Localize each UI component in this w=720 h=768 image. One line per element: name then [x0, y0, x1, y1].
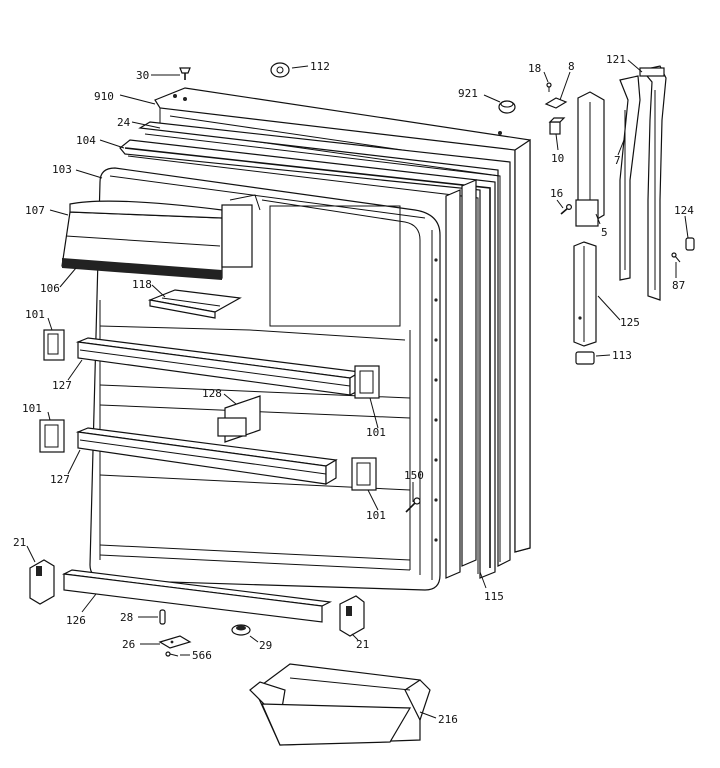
clip-8 — [544, 97, 568, 109]
label-128: 128 — [202, 387, 222, 400]
label-566: 566 — [192, 649, 212, 662]
label-121: 121 — [606, 53, 626, 66]
leader-lines — [26, 59, 689, 719]
label-30: 30 — [136, 69, 149, 82]
label-921: 921 — [458, 87, 478, 100]
label-24: 24 — [117, 116, 131, 129]
label-910: 910 — [94, 90, 114, 103]
bottom-trim — [61, 569, 333, 623]
dairy-compartment — [61, 194, 261, 280]
cap-113 — [575, 351, 595, 365]
plug-921 — [498, 100, 516, 114]
block-10 — [548, 117, 566, 135]
screw-16 — [560, 204, 572, 215]
shelf-bracket-left-lower — [39, 419, 65, 453]
label-5: 5 — [601, 226, 608, 239]
label-21-right: 21 — [356, 638, 369, 651]
door-bin — [249, 663, 431, 746]
label-106: 106 — [40, 282, 60, 295]
plug-29 — [231, 624, 251, 636]
label-29: 29 — [259, 639, 272, 652]
label-28: 28 — [120, 611, 133, 624]
label-107: 107 — [25, 204, 45, 217]
label-87: 87 — [672, 279, 685, 292]
label-127-upper: 127 — [52, 379, 72, 392]
label-26: 26 — [122, 638, 135, 651]
lower-door-shelf — [75, 427, 338, 486]
strip-125 — [573, 241, 597, 347]
screw-30 — [179, 67, 191, 80]
label-118: 118 — [132, 278, 152, 291]
door-gasket — [119, 121, 511, 579]
label-113: 113 — [612, 349, 632, 362]
handle-7 — [619, 75, 641, 281]
label-115: 115 — [484, 590, 504, 603]
plate-26 — [158, 635, 192, 649]
label-216: 216 — [438, 713, 458, 726]
bracket-5 — [575, 91, 605, 227]
label-103: 103 — [52, 163, 72, 176]
cap-124 — [685, 237, 695, 251]
label-101-left-lower: 101 — [22, 402, 42, 415]
label-101-right-upper: 101 — [366, 426, 386, 439]
label-16: 16 — [550, 187, 563, 200]
butter-tray — [147, 289, 242, 319]
breaker-strip — [445, 179, 477, 579]
label-18: 18 — [528, 62, 541, 75]
screw-18 — [546, 82, 552, 92]
label-124: 124 — [674, 204, 694, 217]
screw-87 — [671, 252, 681, 263]
label-101-left-upper: 101 — [25, 308, 45, 321]
label-21-left: 21 — [13, 536, 26, 549]
handle-trim-121 — [639, 65, 667, 301]
label-150: 150 — [404, 469, 424, 482]
label-7: 7 — [614, 154, 621, 167]
label-8: 8 — [568, 60, 575, 73]
shelf-bracket-right-lower — [351, 457, 377, 491]
screw-566 — [165, 651, 179, 657]
label-126: 126 — [66, 614, 86, 627]
label-127-lower: 127 — [50, 473, 70, 486]
label-104: 104 — [76, 134, 96, 147]
label-101-right-lower: 101 — [366, 509, 386, 522]
screw-150 — [405, 497, 421, 513]
label-10: 10 — [551, 152, 564, 165]
hinge-right — [339, 595, 365, 637]
bottle-retainer — [217, 395, 261, 443]
pin-28 — [159, 609, 166, 625]
hinge-left — [29, 559, 55, 605]
label-125: 125 — [620, 316, 640, 329]
label-112: 112 — [310, 60, 330, 73]
part-labels: 30 112 910 24 104 103 107 106 118 101 12… — [13, 53, 694, 726]
shelf-bracket-left-upper — [43, 329, 65, 361]
plug-112 — [270, 62, 290, 78]
shelf-bracket-right-upper — [354, 365, 380, 399]
